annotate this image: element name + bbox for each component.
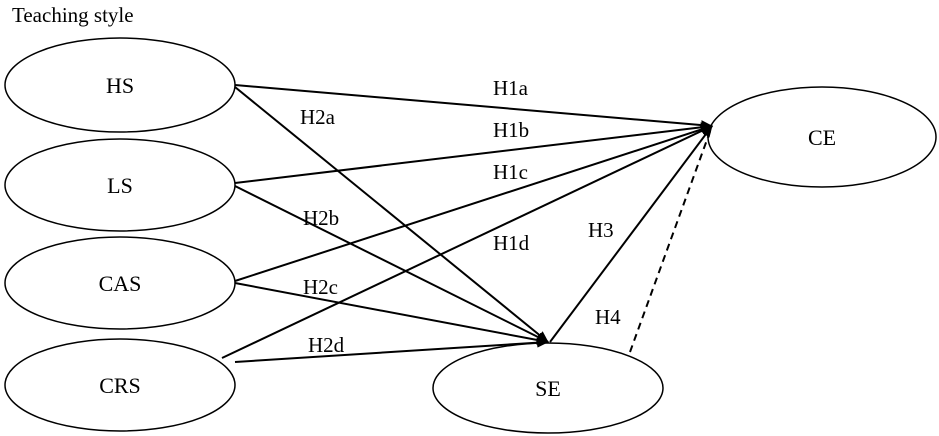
edge-h2a-label: H2a: [300, 105, 336, 129]
node-hs-label: HS: [106, 73, 134, 98]
node-se-label: SE: [535, 376, 561, 401]
edge-h3: [549, 125, 713, 343]
edge-h1d: [221, 125, 713, 359]
edge-h1b: [234, 122, 713, 184]
node-se: SE: [432, 342, 664, 434]
node-ce-label: CE: [808, 125, 836, 150]
edge-h4: [629, 125, 713, 353]
node-cas: CAS: [4, 236, 236, 330]
node-crs: CRS: [4, 338, 236, 432]
edge-h1b-label: H1b: [493, 118, 529, 142]
diagram-title: Teaching style: [12, 3, 134, 27]
node-hs: HS: [4, 37, 236, 133]
edge-h1a: [234, 84, 713, 131]
edge-h1a-label: H1a: [493, 76, 529, 100]
node-crs-label: CRS: [99, 373, 141, 398]
node-ls: LS: [4, 138, 236, 232]
node-ce: CE: [707, 86, 937, 188]
edge-h2b: [234, 185, 549, 343]
edge-h4-label: H4: [595, 305, 621, 329]
edge-h2d-label: H2d: [308, 333, 345, 357]
edge-h1d-label: H1d: [493, 231, 530, 255]
edge-h2c-label: H2c: [303, 275, 338, 299]
edge-h2a: [234, 86, 549, 343]
node-ls-label: LS: [107, 173, 133, 198]
edge-h1c-label: H1c: [493, 160, 528, 184]
edge-h1c: [234, 124, 713, 282]
node-cas-label: CAS: [99, 271, 142, 296]
edge-h2c: [234, 282, 549, 345]
edge-h3-label: H3: [588, 218, 614, 242]
edge-h2d: [234, 337, 549, 363]
edge-h2b-label: H2b: [303, 206, 339, 230]
